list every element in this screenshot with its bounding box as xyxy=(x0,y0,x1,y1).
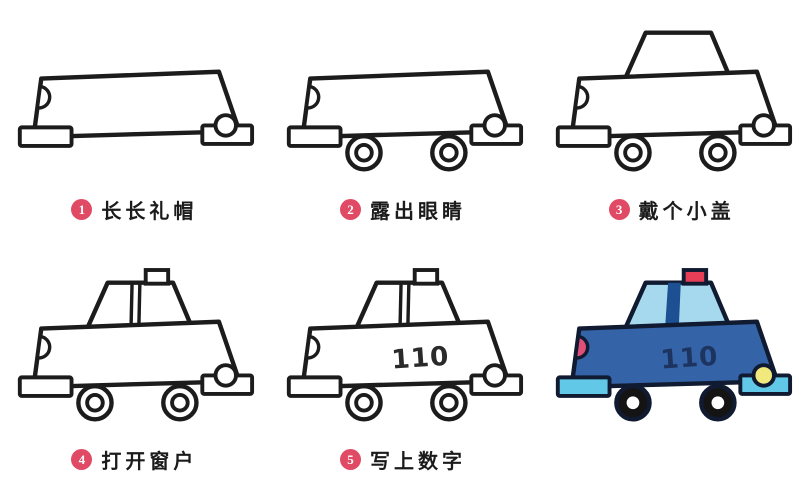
car-art-step-1 xyxy=(0,0,269,186)
tail-light xyxy=(304,334,321,360)
tail-light xyxy=(573,334,590,360)
headlight xyxy=(213,363,239,388)
window-divider-line-1 xyxy=(398,283,403,326)
car-drawing-step3 xyxy=(555,30,792,172)
headlight xyxy=(751,113,776,138)
headlight xyxy=(482,113,507,138)
window-pillar xyxy=(664,282,681,327)
step-number-badge: 3 xyxy=(608,198,630,220)
tail-light xyxy=(35,84,52,110)
beacon-light xyxy=(144,268,171,286)
tail-light xyxy=(304,84,321,110)
panel-step-5: 110 5 写上数字 xyxy=(269,250,538,500)
step-number-badge: 1 xyxy=(71,198,93,220)
panel-final-colored-car: 110 xyxy=(537,250,806,500)
front-wheel-hub xyxy=(707,142,728,163)
step-label: 戴个小盖 xyxy=(638,200,735,223)
car-drawing-step2 xyxy=(286,69,524,172)
rear-bumper xyxy=(286,125,343,148)
step-label: 写上数字 xyxy=(369,450,466,473)
tail-light xyxy=(573,84,590,110)
window-divider-line-2 xyxy=(406,283,411,326)
caption-step-3: 3 戴个小盖 xyxy=(608,188,735,230)
car-art-step-4 xyxy=(0,250,269,436)
front-wheel-hub xyxy=(439,392,459,413)
car-art-step-3 xyxy=(537,0,806,186)
car-drawing-final: 110 xyxy=(555,268,792,422)
caption-step-1: 1 长长礼帽 xyxy=(71,188,197,230)
step-label: 露出眼睛 xyxy=(369,200,466,223)
rear-bumper xyxy=(18,375,74,398)
car-number-text: 110 xyxy=(659,342,719,376)
panel-step-3: 3 戴个小盖 xyxy=(537,0,806,250)
car-art-step-2 xyxy=(269,0,538,186)
beacon-light xyxy=(681,268,708,286)
car-number-text: 110 xyxy=(390,342,450,376)
rear-wheel-hub xyxy=(354,392,374,413)
step-number-badge: 5 xyxy=(339,448,361,470)
front-wheel-hub xyxy=(170,392,190,413)
rear-wheel-hub xyxy=(626,396,639,410)
headlight xyxy=(751,363,776,388)
panel-step-2: 2 露出眼睛 xyxy=(269,0,538,250)
tail-light xyxy=(35,334,52,360)
step-label: 打开窗户 xyxy=(101,450,198,473)
window-divider-line-1 xyxy=(129,283,135,326)
car-art-step-5: 110 xyxy=(269,250,538,436)
rear-bumper xyxy=(555,125,612,148)
headlight xyxy=(213,113,239,138)
car-drawing-step1 xyxy=(18,69,255,148)
front-wheel-hub xyxy=(711,396,724,410)
rear-wheel-hub xyxy=(354,142,374,163)
rear-wheel-hub xyxy=(85,392,106,413)
panel-step-4: 4 打开窗户 xyxy=(0,250,269,500)
car-art-final: 110 xyxy=(537,250,806,436)
caption-step-4: 4 打开窗户 xyxy=(71,438,197,480)
rear-wheel-hub xyxy=(622,142,643,163)
caption-step-5: 5 写上数字 xyxy=(339,438,466,480)
front-wheel-hub xyxy=(439,142,459,163)
window-divider-line-2 xyxy=(137,283,142,326)
car-drawing-step4 xyxy=(18,268,255,422)
caption-step-2: 2 露出眼睛 xyxy=(339,188,466,230)
step-number-badge: 2 xyxy=(339,198,361,220)
step-number-badge: 4 xyxy=(71,448,93,470)
car-drawing-step5: 110 xyxy=(286,268,524,422)
beacon-light xyxy=(412,268,440,286)
panel-step-1: 1 长长礼帽 xyxy=(0,0,269,250)
rear-bumper xyxy=(18,125,74,148)
rear-bumper xyxy=(286,375,343,398)
rear-bumper xyxy=(555,375,612,398)
headlight xyxy=(482,363,507,388)
step-label: 长长礼帽 xyxy=(101,200,198,223)
